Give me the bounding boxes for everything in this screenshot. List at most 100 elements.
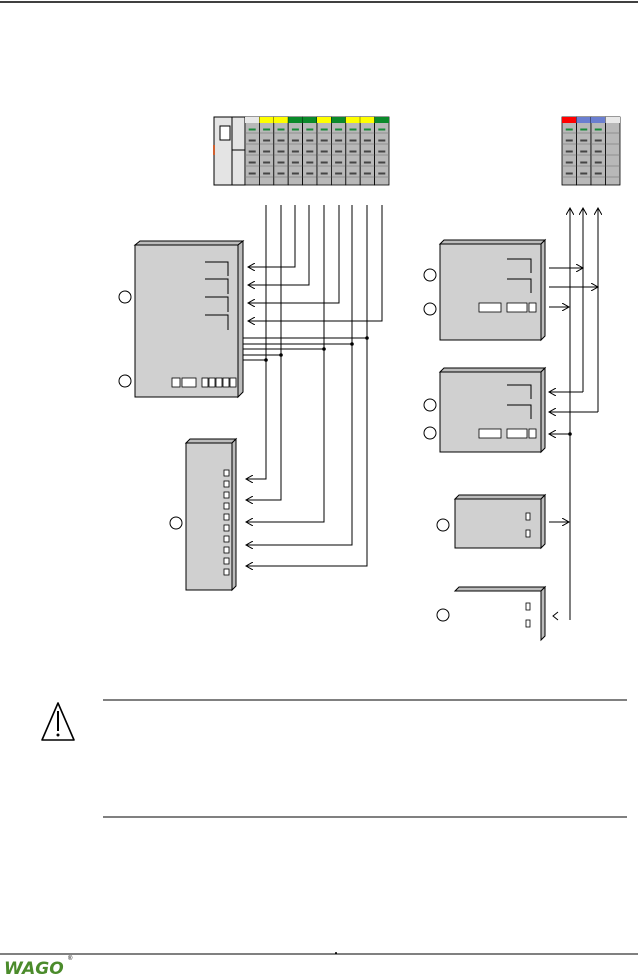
terminal-led [291,150,299,153]
terminal-led [594,139,602,142]
right-io-rack [561,116,621,186]
callout-marker [423,398,437,412]
terminal-led [363,150,371,153]
module-header-yellow [360,117,375,123]
terminal-led [378,139,386,142]
coupler-led [213,145,215,155]
callout-marker [423,426,437,440]
terminal-led [277,128,285,131]
page-marker [335,952,337,954]
relay-device-right-b [423,366,547,454]
terminal-led [291,139,299,142]
module-header-blue [591,117,606,123]
terminal-led [320,139,328,142]
terminal-led [363,139,371,142]
terminal-led [594,150,602,153]
io-module [605,116,621,186]
terminal-led [335,161,343,164]
module-header-red [562,117,577,123]
terminal-led [565,128,573,131]
terminal-led [594,172,602,175]
io-module [258,116,275,186]
terminal-led [580,128,588,131]
terminal-led [306,128,314,131]
terminal-led [248,161,256,164]
io-module [345,116,361,186]
registered-mark: ® [68,955,73,962]
terminal-led [277,161,285,164]
module-header-green [331,117,346,123]
terminal-led [580,139,588,142]
terminal-led [306,139,314,142]
callout-marker [436,518,450,532]
module-header-light [245,117,260,123]
callout-marker [436,608,450,622]
terminal-led [263,150,271,153]
terminal-led [248,150,256,153]
terminal-led [306,161,314,164]
io-module [561,116,577,186]
terminal-led [277,139,285,142]
sensor-device-right [436,493,547,550]
io-module [330,116,347,186]
right-wires [549,208,598,621]
module-header-yellow [259,117,274,123]
terminal-led [320,172,328,175]
terminal-led [306,150,314,153]
terminal-led [277,172,285,175]
terminal-led [291,161,299,164]
io-module [359,116,376,186]
terminal-led [349,139,357,142]
terminal-led [248,139,256,142]
terminal-led [263,161,271,164]
warning-triangle-icon [41,702,75,741]
io-module [590,116,606,186]
terminal-led [320,161,328,164]
callout-marker [169,516,183,530]
terminal-led [277,150,285,153]
terminal-led [263,128,271,131]
terminal-led [349,172,357,175]
terminal-led [248,172,256,175]
callout-marker [423,302,437,316]
terminal-led [363,128,371,131]
mounting-bracket [436,585,547,642]
terminal-led [320,150,328,153]
terminal-led [580,150,588,153]
module-header-green [374,117,389,123]
terminal-led [263,139,271,142]
callout-marker [423,268,437,282]
terminal-led [378,128,386,131]
terminal-led [335,172,343,175]
terminal-led [565,172,573,175]
terminal-led [363,161,371,164]
io-module [302,116,318,186]
wago-logo: WAGO [4,959,64,978]
callout-marker [118,290,132,304]
terminal-led [580,172,588,175]
terminal-led [248,128,256,131]
module-header-green [302,117,317,123]
terminal-led [349,161,357,164]
terminal-led [320,128,328,131]
terminal-led [263,172,271,175]
terminal-led [565,139,573,142]
callout-marker [118,374,132,388]
relay-device-right-a [423,238,547,342]
io-module [316,116,332,186]
terminal-led [378,150,386,153]
io-module [374,116,390,186]
terminal-led [335,128,343,131]
terminal-led [594,161,602,164]
io-module [273,116,289,186]
left-io-rack [213,116,390,186]
module-header-light [605,117,620,123]
terminal-led [335,139,343,142]
terminal-block-left [169,437,238,592]
io-module [244,116,260,186]
terminal-led [349,150,357,153]
io-module [287,116,304,186]
terminal-led [594,128,602,131]
terminal-led [291,172,299,175]
terminal-led [565,161,573,164]
